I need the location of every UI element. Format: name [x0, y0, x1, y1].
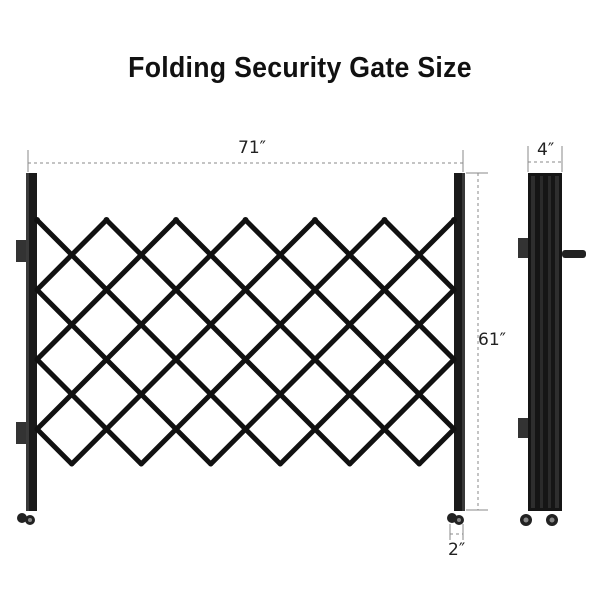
depth-label: 4″	[537, 140, 555, 160]
latch-icon	[562, 250, 586, 258]
lattice-bar	[208, 217, 457, 467]
pivot-dot	[381, 217, 388, 223]
pivot-dot	[34, 217, 40, 223]
lattice-bar	[277, 287, 457, 467]
hinge-icon	[16, 422, 26, 444]
lattice-bar	[69, 217, 318, 467]
pivot-dot	[103, 217, 110, 223]
lattice-bar	[104, 217, 353, 467]
lattice-bar	[416, 426, 457, 467]
hinge-icon	[518, 418, 528, 438]
dimension-lines	[27, 146, 563, 540]
lattice-bar	[34, 356, 144, 467]
diagram-title: Folding Security Gate Size	[128, 52, 472, 84]
post-label: 2″	[448, 540, 466, 560]
hinge-icon	[16, 240, 26, 262]
lattice-bar	[173, 217, 422, 467]
wheel-icon	[17, 513, 27, 523]
height-label: 61″	[478, 330, 506, 350]
lattice-bar	[347, 356, 457, 467]
lattice-bar	[34, 217, 283, 467]
hinge-icon	[518, 238, 528, 258]
lattice-bar	[34, 217, 248, 432]
lattice-bar	[34, 217, 109, 293]
pivot-dot	[242, 217, 249, 223]
pivot-dot	[451, 217, 457, 223]
lattice-bar	[34, 217, 179, 362]
lattice-bar	[138, 217, 387, 467]
side-view	[518, 173, 586, 526]
lattice-bar	[34, 287, 214, 467]
left-post	[16, 173, 37, 525]
scissor-lattice	[34, 217, 457, 467]
right-post	[447, 173, 465, 525]
lattice-bar	[34, 426, 75, 467]
pivot-dot	[173, 217, 179, 223]
pivot-dot	[312, 217, 318, 223]
width-label: 71″	[238, 138, 266, 158]
